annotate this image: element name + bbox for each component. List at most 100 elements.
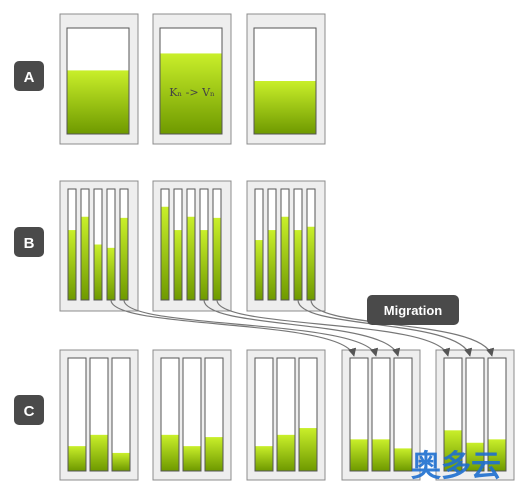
row-label-a: A xyxy=(14,61,44,91)
table-b-2-tube-5 xyxy=(212,188,222,301)
table-c-2-tube-2-frame xyxy=(182,357,202,472)
table-a-2 xyxy=(152,13,232,145)
table-b-3-tube-5-fill xyxy=(307,226,315,300)
table-c-1-tube-2 xyxy=(89,357,109,472)
table-c-3-tube-2 xyxy=(276,357,296,472)
table-b-3-tube-3-fill xyxy=(281,216,289,300)
row-c-tables xyxy=(59,349,515,481)
table-c-5-tube-1 xyxy=(443,357,463,472)
table-c-5-tube-3-fill xyxy=(488,439,506,471)
table-b-3-tube-2 xyxy=(267,188,277,301)
table-b-1-tube-5 xyxy=(119,188,129,301)
table-b-1-tube-4 xyxy=(106,188,116,301)
watermark-text: 奥多云 xyxy=(411,449,501,484)
table-c-2-tube-1-fill xyxy=(161,434,179,471)
table-b-2-tube-4 xyxy=(199,188,209,301)
table-b-2-tube-5-fill xyxy=(213,217,221,300)
table-c-4 xyxy=(341,349,421,481)
table-b-3-tube-4 xyxy=(293,188,303,301)
table-b-1-tube-1 xyxy=(67,188,77,301)
migration-label: Migration xyxy=(384,303,443,318)
table-c-2-tube-2-fill xyxy=(183,446,201,471)
table-a-1-tube-fill xyxy=(67,70,129,134)
migration-arrow-4 xyxy=(216,299,451,357)
table-b-2-tube-2-fill xyxy=(174,230,182,300)
migration-badge: Migration xyxy=(367,295,459,325)
table-b-2-tube-1 xyxy=(160,188,170,301)
table-c-2 xyxy=(152,349,232,481)
table-b-1-tube-3 xyxy=(93,188,103,301)
table-c-1-tube-3-frame xyxy=(111,357,131,472)
row-label-b-text: B xyxy=(24,235,35,252)
table-a-3-tube xyxy=(253,27,317,135)
table-b-2-tube-3-fill xyxy=(187,216,195,300)
table-c-3-tube-3 xyxy=(298,357,318,472)
migration-arrow-2 xyxy=(123,299,379,357)
table-c-3-tube-3-fill xyxy=(299,428,317,471)
table-c-2-tube-1 xyxy=(160,357,180,472)
table-a-3 xyxy=(246,13,326,145)
table-b-2-tube-3 xyxy=(186,188,196,301)
table-b-3-tube-1 xyxy=(254,188,264,301)
table-a-1-tube xyxy=(66,27,130,135)
table-b-1-tube-3-fill xyxy=(94,244,102,300)
table-c-2-tube-2 xyxy=(182,357,202,472)
table-b-1 xyxy=(59,180,139,312)
table-c-4-tube-3-frame xyxy=(393,357,413,472)
table-c-1-tube-1 xyxy=(67,357,87,472)
table-c-1-tube-3 xyxy=(111,357,131,472)
table-c-3 xyxy=(246,349,326,481)
table-c-1-tube-1-fill xyxy=(68,446,86,471)
table-c-2-tube-3-fill xyxy=(205,437,223,471)
table-b-2-tube-2 xyxy=(173,188,183,301)
table-c-4-tube-3-fill xyxy=(394,448,412,471)
row-label-b: B xyxy=(14,227,44,257)
table-b-3-tube-1-fill xyxy=(255,240,263,300)
table-a-1 xyxy=(59,13,139,145)
table-b-3 xyxy=(246,180,326,312)
row-label-a-text: A xyxy=(24,69,35,86)
table-b-1-tube-1-fill xyxy=(68,230,76,300)
table-c-4-tube-1-fill xyxy=(350,439,368,471)
table-c-4-tube-2-fill xyxy=(372,439,390,471)
table-b-1-tube-2-fill xyxy=(81,216,89,300)
table-a-3-tube-fill xyxy=(254,81,316,134)
table-c-3-tube-1 xyxy=(254,357,274,472)
table-b-2-tube-1-fill xyxy=(161,206,169,300)
table-b-3-tube-3 xyxy=(280,188,290,301)
table-b-3-tube-4-fill xyxy=(294,230,302,300)
table-b-1-tube-4-fill xyxy=(107,247,115,300)
table-c-3-tube-1-frame xyxy=(254,357,274,472)
table-c-5-tube-3 xyxy=(487,357,507,472)
row-label-c-text: C xyxy=(24,403,35,420)
table-a-2-tube xyxy=(159,27,223,135)
table-c-3-tube-1-fill xyxy=(255,446,273,471)
row-label-c: C xyxy=(14,395,44,425)
table-c-4-tube-2 xyxy=(371,357,391,472)
table-c-5-tube-2-fill xyxy=(466,442,484,471)
table-a-2-tube-fill xyxy=(160,53,222,134)
table-c-4-tube-3 xyxy=(393,357,413,472)
table-c-4-tube-1 xyxy=(349,357,369,472)
row-b-tables xyxy=(59,180,326,312)
table-b-1-tube-2 xyxy=(80,188,90,301)
table-b-1-tube-5-fill xyxy=(120,217,128,300)
table-c-5-tube-2 xyxy=(465,357,485,472)
row-a-tables xyxy=(59,13,326,145)
migration-arrow-3 xyxy=(203,299,401,357)
table-c-1-tube-2-fill xyxy=(90,434,108,471)
kv-annotation: Kₙ -> Vₙ xyxy=(169,86,215,99)
table-b-2 xyxy=(152,180,232,312)
table-c-1-tube-3-fill xyxy=(112,452,130,471)
table-c-1 xyxy=(59,349,139,481)
table-b-3-tube-5 xyxy=(306,188,316,301)
table-c-5-tube-1-fill xyxy=(444,430,462,471)
table-c-2-tube-3 xyxy=(204,357,224,472)
table-c-3-tube-2-fill xyxy=(277,434,295,471)
migration-arrow-1 xyxy=(110,299,357,357)
table-c-1-tube-1-frame xyxy=(67,357,87,472)
table-b-3-tube-2-fill xyxy=(268,230,276,300)
table-b-2-tube-4-fill xyxy=(200,230,208,300)
table-c-5 xyxy=(435,349,515,481)
